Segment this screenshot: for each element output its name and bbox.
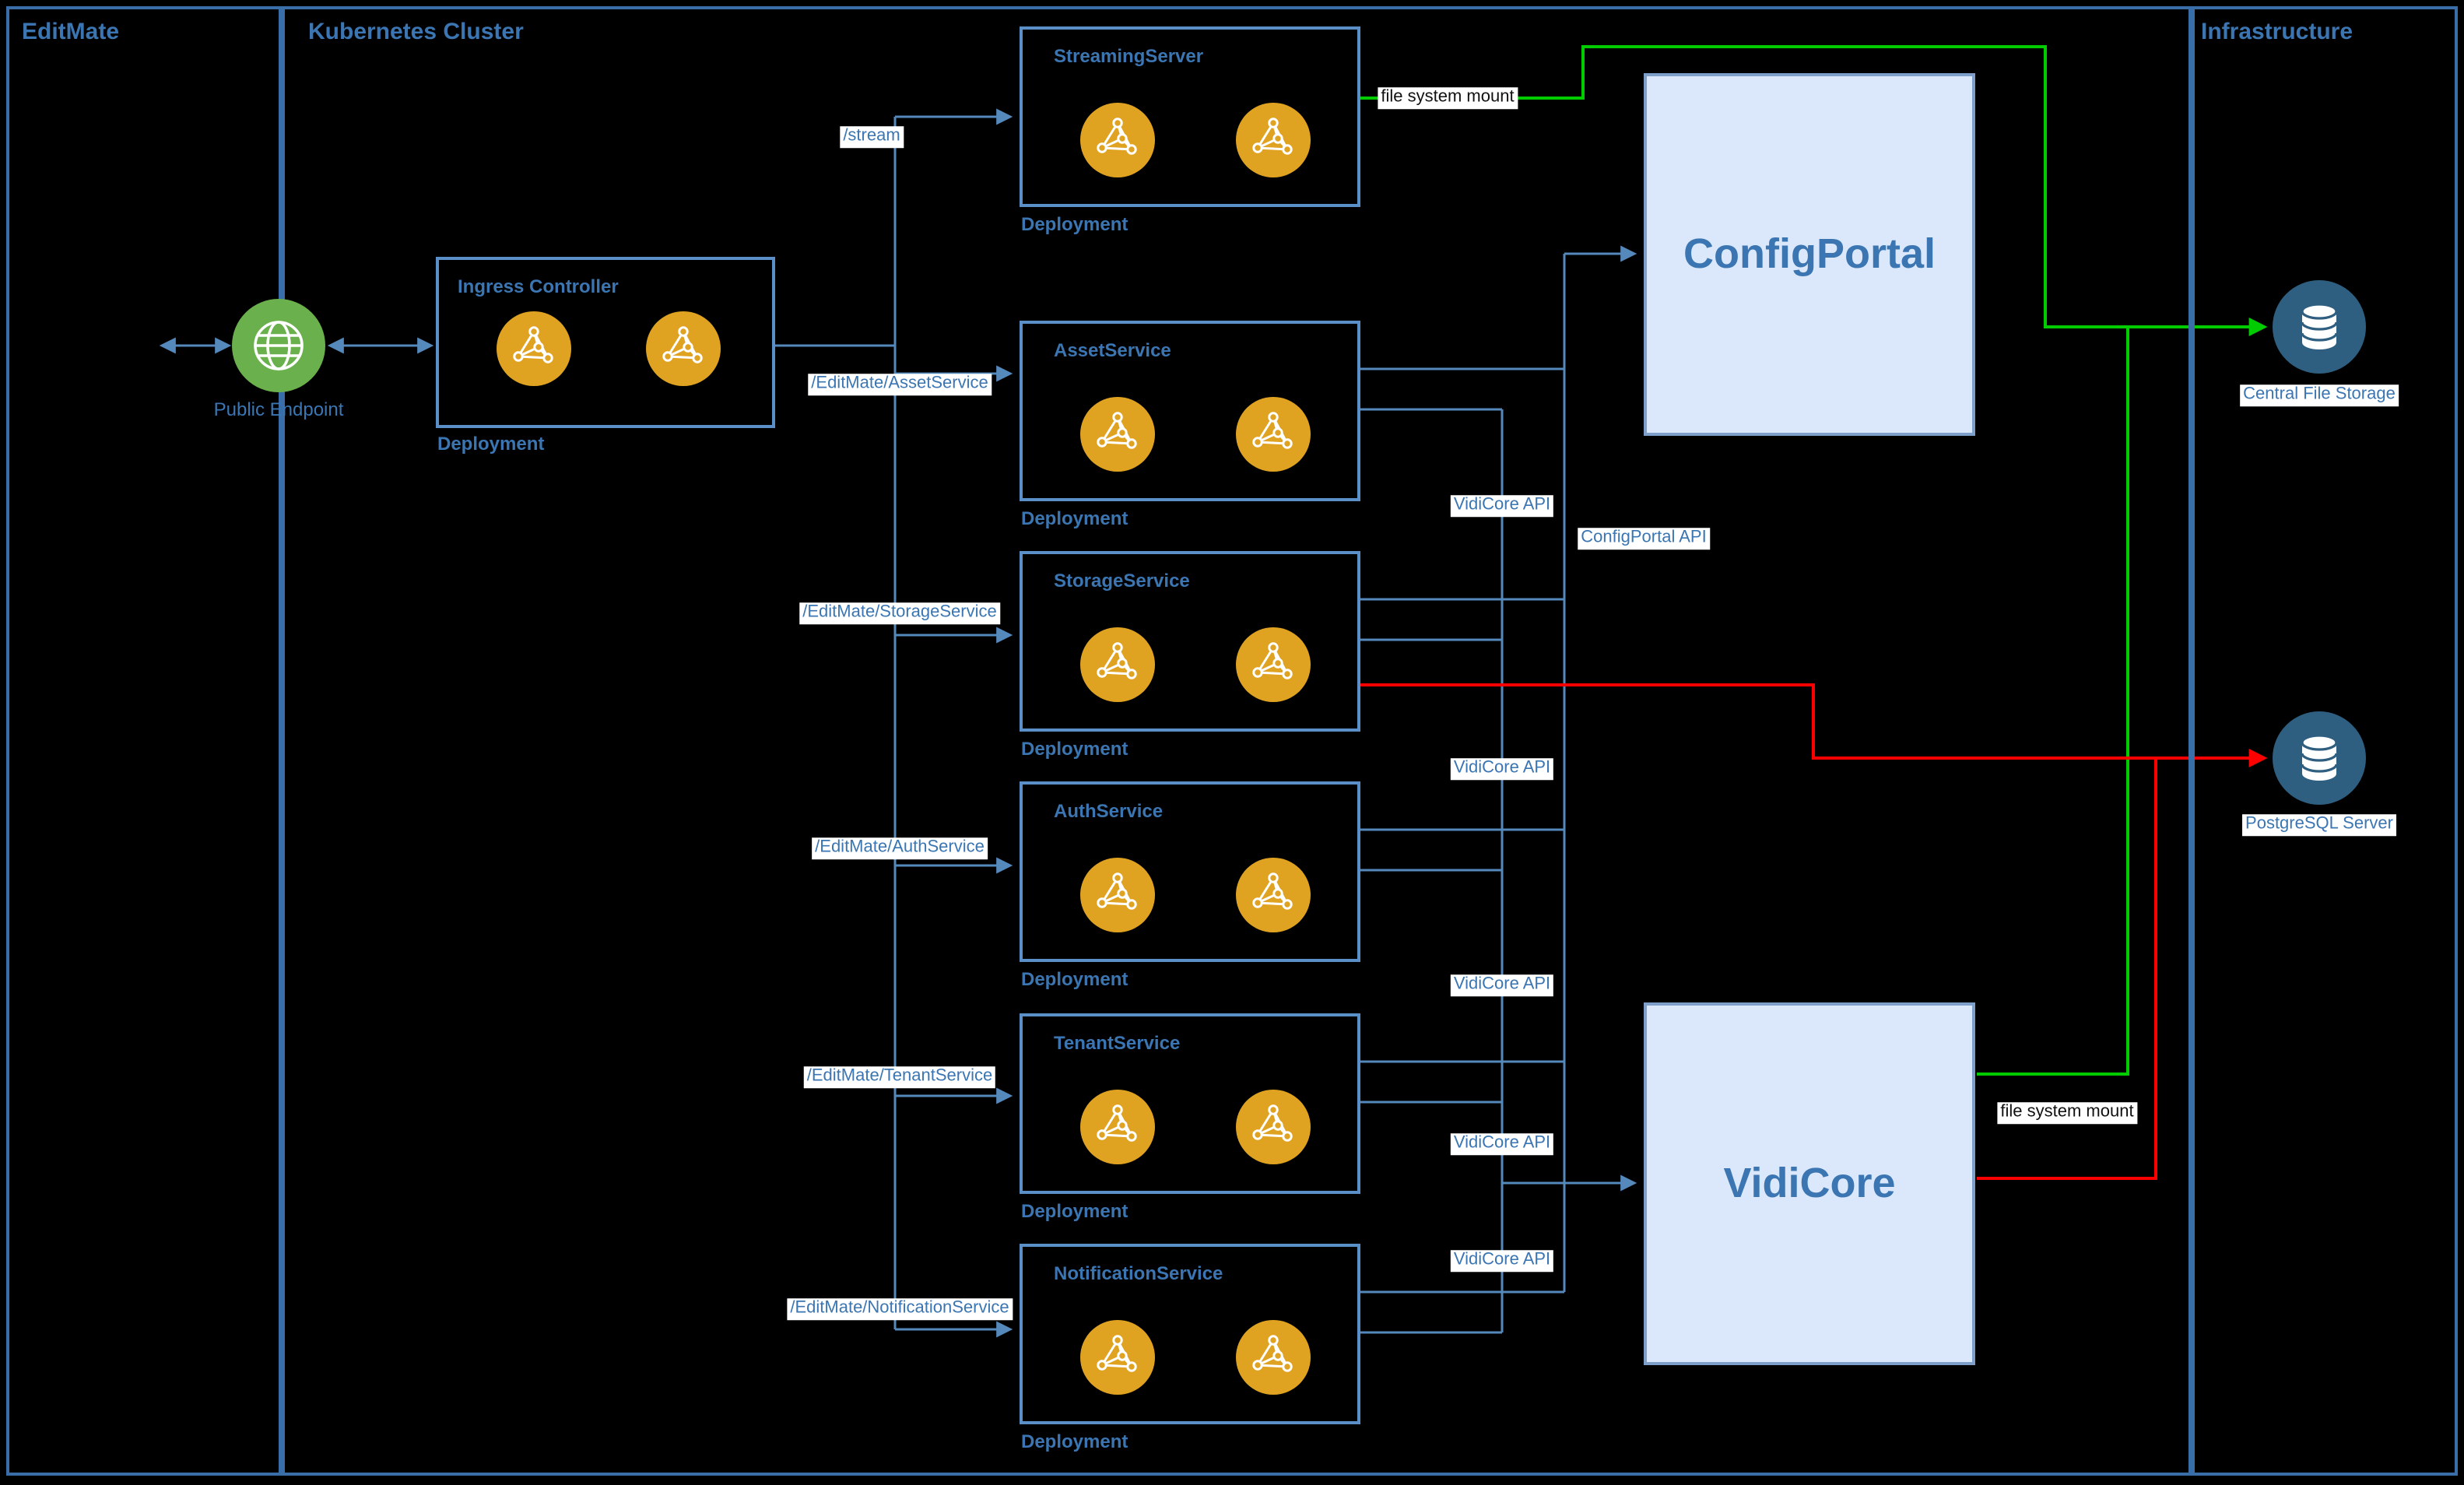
service-storageservice: StorageService (1020, 551, 1360, 732)
service-tenantservice: TenantService (1020, 1013, 1360, 1194)
pod-icon (1236, 1320, 1311, 1395)
pod-icon (1080, 1320, 1155, 1395)
service-streamingserver: StreamingServer (1020, 26, 1360, 207)
deployment-label: Deployment (1021, 1200, 1128, 1222)
deployment-label: Deployment (1021, 1431, 1128, 1452)
region-label-kubernetes: Kubernetes Cluster (308, 19, 524, 45)
ingress-deployment-label: Deployment (437, 433, 545, 455)
route-label-storage: /EditMate/StorageService (799, 602, 1000, 624)
region-infrastructure (2192, 6, 2458, 1476)
vidicore-box: VidiCore (1644, 1002, 1975, 1365)
pod-icon (1080, 627, 1155, 702)
pod-icon (646, 311, 721, 386)
pod-icon (1236, 103, 1311, 177)
configportal-box: ConfigPortal (1644, 73, 1975, 436)
region-kubernetes-cluster (282, 6, 2192, 1476)
pod-icon (1236, 858, 1311, 932)
database-icon (2273, 280, 2366, 374)
service-title: StorageService (1054, 570, 1190, 592)
pod-icon (1236, 627, 1311, 702)
vidicore-api-label: VidiCore API (1450, 1133, 1554, 1155)
postgres-label: PostgreSQL Server (2242, 814, 2396, 836)
deployment-label: Deployment (1021, 213, 1128, 235)
vidicore-label: VidiCore (1723, 1160, 1896, 1206)
database-icon (2273, 711, 2366, 805)
pod-icon (1080, 1090, 1155, 1164)
pod-icon (1080, 858, 1155, 932)
route-label-auth: /EditMate/AuthService (812, 837, 988, 859)
deployment-label: Deployment (1021, 968, 1128, 990)
configportal-api-label: ConfigPortal API (1578, 528, 1710, 549)
ingress-controller-box: Ingress Controller (436, 257, 775, 428)
vidicore-api-label: VidiCore API (1450, 974, 1554, 996)
service-authservice: AuthService (1020, 781, 1360, 962)
globe-icon (232, 299, 325, 392)
file-storage-label: Central File Storage (2240, 384, 2399, 406)
service-title: TenantService (1054, 1032, 1181, 1054)
public-endpoint-label: Public Endpoint (213, 398, 344, 420)
region-editmate (6, 6, 282, 1476)
service-title: NotificationService (1054, 1262, 1223, 1284)
route-label-stream: /stream (840, 126, 904, 148)
service-title: StreamingServer (1054, 45, 1204, 67)
vidicore-api-label: VidiCore API (1450, 1250, 1554, 1272)
edge-storage-postgres (1360, 683, 2268, 767)
service-notificationservice: NotificationService (1020, 1244, 1360, 1424)
ingress-controller-title: Ingress Controller (458, 276, 619, 297)
route-label-notification: /EditMate/NotificationService (787, 1298, 1013, 1320)
service-assetservice: AssetService (1020, 321, 1360, 501)
route-label-asset: /EditMate/AssetService (808, 374, 992, 395)
region-label-infrastructure: Infrastructure (2201, 19, 2353, 45)
vidicore-api-label: VidiCore API (1450, 758, 1554, 780)
pod-icon (1236, 1090, 1311, 1164)
configportal-label: ConfigPortal (1683, 230, 1936, 277)
pod-icon (1236, 397, 1311, 472)
pod-icon (497, 311, 571, 386)
route-label-tenant: /EditMate/TenantService (803, 1066, 996, 1088)
edge-vidicore-filestorage (1977, 327, 2129, 1076)
pod-icon (1080, 103, 1155, 177)
edge-streaming-filestorage (1360, 45, 2268, 336)
vidicore-api-label: VidiCore API (1450, 495, 1554, 517)
deployment-label: Deployment (1021, 738, 1128, 760)
pod-icon (1080, 397, 1155, 472)
region-label-editmate: EditMate (22, 19, 120, 45)
fs-mount-label-top: file system mount (1378, 87, 1518, 109)
fs-mount-label-bottom: file system mount (1997, 1102, 2137, 1124)
service-title: AuthService (1054, 800, 1164, 822)
deployment-label: Deployment (1021, 507, 1128, 529)
edge-vidicore-postgres (1977, 758, 2157, 1180)
service-title: AssetService (1054, 339, 1171, 361)
